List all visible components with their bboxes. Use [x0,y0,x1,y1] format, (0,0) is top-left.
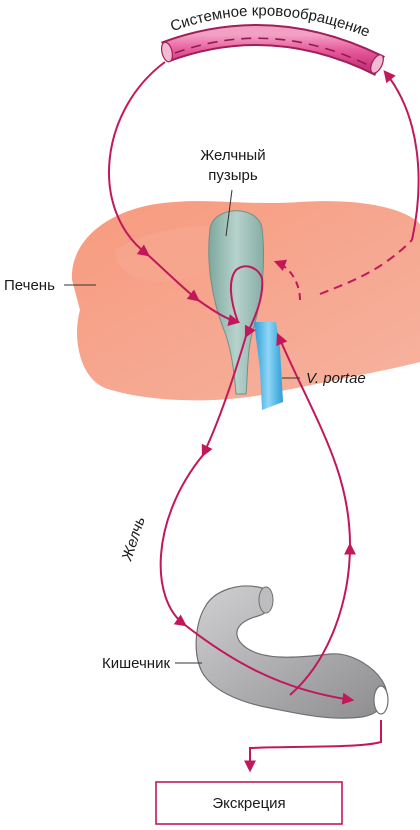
intestine-path-arrow [184,624,355,705]
portal-vein-shape [254,322,283,410]
bile-label: Желчь [118,514,148,563]
excretion-label: Экскреция [212,795,285,812]
bile-down-arrow [201,335,247,458]
circulation-pathway [108,61,420,773]
bile-to-intestine-arrow [159,454,204,627]
systemic-vessel [160,23,385,76]
reabsorption-up-arrow [289,542,356,696]
liver-label: Печень [4,277,55,294]
intestine-end-opening [258,586,274,614]
gallbladder-callout-line [225,189,233,237]
systemic-to-liver-arrow [108,61,166,257]
gallbladder-label-line1: Желчный [200,147,265,164]
systemic-return-arrow [383,70,420,241]
gallbladder-loop-arrow [197,299,241,326]
gallbladder-label-line2: пузырь [208,167,258,184]
inner-loop-up-arrow [230,265,264,339]
dashed-return-arrow [273,259,301,301]
intestine-label: Кишечник [102,655,170,672]
intestine-outlet [373,685,389,715]
liver-to-gallbladder-arrow [147,254,200,302]
portal-return-arrow [276,332,351,546]
excretion-box [155,781,343,825]
excretion-arrow [244,720,382,773]
portal-vein-label: V. portae [306,370,366,387]
dashed-to-systemic-line [319,239,413,295]
